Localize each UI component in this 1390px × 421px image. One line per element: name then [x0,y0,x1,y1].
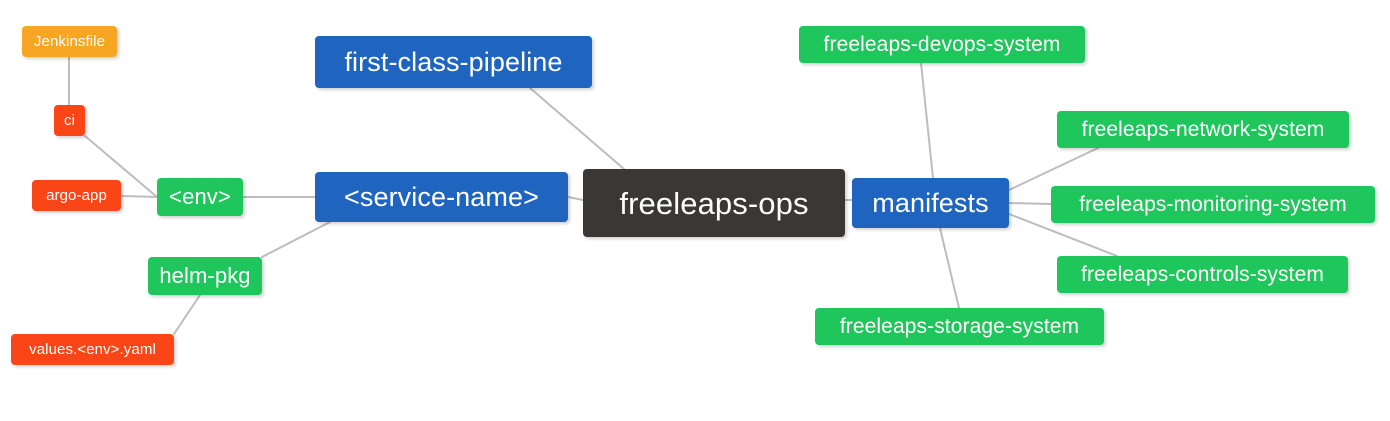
edge-first-class-pipeline-to-freeleaps-ops [529,87,625,170]
mindmap-node-label: manifests [872,187,989,218]
mindmap-node-label: first-class-pipeline [344,46,563,77]
edge-ci-to-env [84,135,158,198]
edge-manifests-to-freeleaps-devops-system [920,62,934,179]
mindmap-node-label: <env> [169,184,231,209]
edge-argo-app-to-env [120,195,158,198]
mindmap-node-label: freeleaps-devops-system [823,33,1061,56]
mindmap-node-label: freeleaps-network-system [1081,118,1325,141]
mindmap-node-label: values.<env>.yaml [29,341,156,358]
mindmap-node-manifests[interactable]: manifests [852,178,1009,228]
edge-helm-pkg-to-service-name [261,221,331,258]
edge-manifests-to-freeleaps-storage-system [939,227,960,309]
mindmap-node-label: Jenkinsfile [33,33,106,50]
mindmap-node-label: helm-pkg [159,263,251,288]
mindmap-node-helm-pkg[interactable]: helm-pkg [148,257,262,295]
edge-manifests-to-freeleaps-network-system [1008,147,1099,191]
mindmap-node-jenkinsfile[interactable]: Jenkinsfile [22,26,117,57]
mindmap-node-freeleaps-ops[interactable]: freeleaps-ops [583,169,845,237]
edge-manifests-to-freeleaps-controls-system [1008,213,1118,257]
mindmap-node-ci[interactable]: ci [54,105,85,136]
mindmap-node-argo-app[interactable]: argo-app [32,180,121,211]
edge-values-env-yaml-to-helm-pkg [173,294,201,335]
mindmap-node-label: ci [63,112,76,129]
edge-manifests-to-freeleaps-monitoring-system [1008,202,1052,205]
mindmap-node-freeleaps-network-system[interactable]: freeleaps-network-system [1057,111,1349,148]
mindmap-node-freeleaps-monitoring-system[interactable]: freeleaps-monitoring-system [1051,186,1375,223]
mindmap-node-label: freeleaps-monitoring-system [1079,193,1347,216]
mindmap-node-first-class-pipeline[interactable]: first-class-pipeline [315,36,592,88]
mindmap-node-freeleaps-storage-system[interactable]: freeleaps-storage-system [815,308,1104,345]
mindmap-node-freeleaps-devops-system[interactable]: freeleaps-devops-system [799,26,1085,63]
mindmap-node-label: <service-name> [344,181,539,212]
mindmap-node-label: freeleaps-controls-system [1081,263,1324,286]
edge-service-name-to-freeleaps-ops [567,196,584,201]
mindmap-node-label: freeleaps-ops [619,185,809,221]
mindmap-node-service-name[interactable]: <service-name> [315,172,568,222]
mindmap-node-env[interactable]: <env> [157,178,243,216]
mindmap-node-freeleaps-controls-system[interactable]: freeleaps-controls-system [1057,256,1348,293]
mindmap-node-values-env-yaml[interactable]: values.<env>.yaml [11,334,174,365]
mindmap-node-label: argo-app [46,187,107,204]
mindmap-node-label: freeleaps-storage-system [839,315,1080,338]
